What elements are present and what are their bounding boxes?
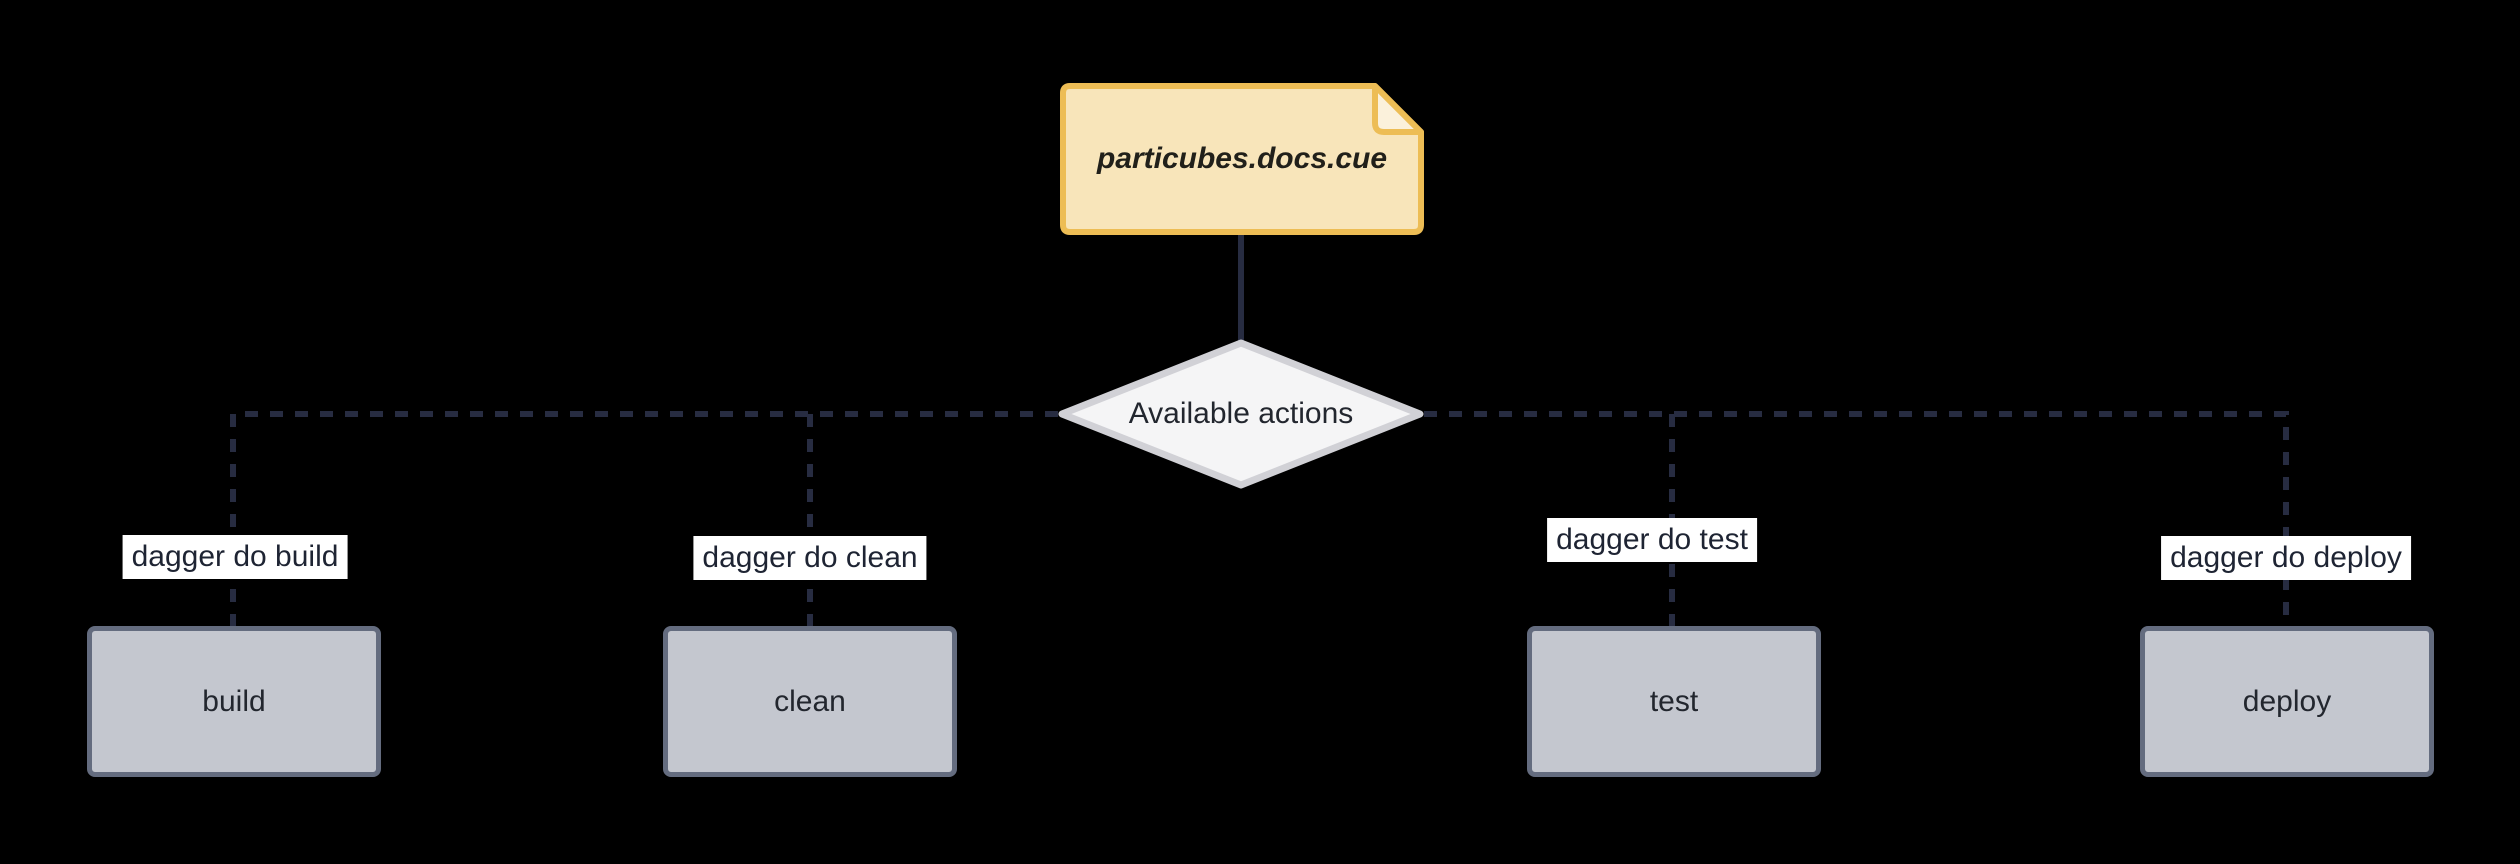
action-node-build: build [87,626,381,777]
edge-decision-to-build [230,411,1058,626]
decision-node-label: Available actions [1128,397,1354,430]
file-node-label: particubes.docs.cue [1096,142,1388,175]
diamond-shape [1058,339,1424,489]
file-node: particubes.docs.cue [1060,83,1424,235]
action-node-test: test [1527,626,1821,777]
edge-label-deploy: dagger do deploy [2161,536,2411,580]
edge-label-build: dagger do build [122,535,348,579]
action-node-clean: clean [663,626,957,777]
decision-node: Available actions [1058,339,1424,489]
edge-label-test: dagger do test [1547,518,1757,562]
note-shape [1060,83,1424,235]
action-node-deploy: deploy [2140,626,2434,777]
edge-label-clean: dagger do clean [693,536,927,580]
folded-corner-icon [1372,83,1424,135]
